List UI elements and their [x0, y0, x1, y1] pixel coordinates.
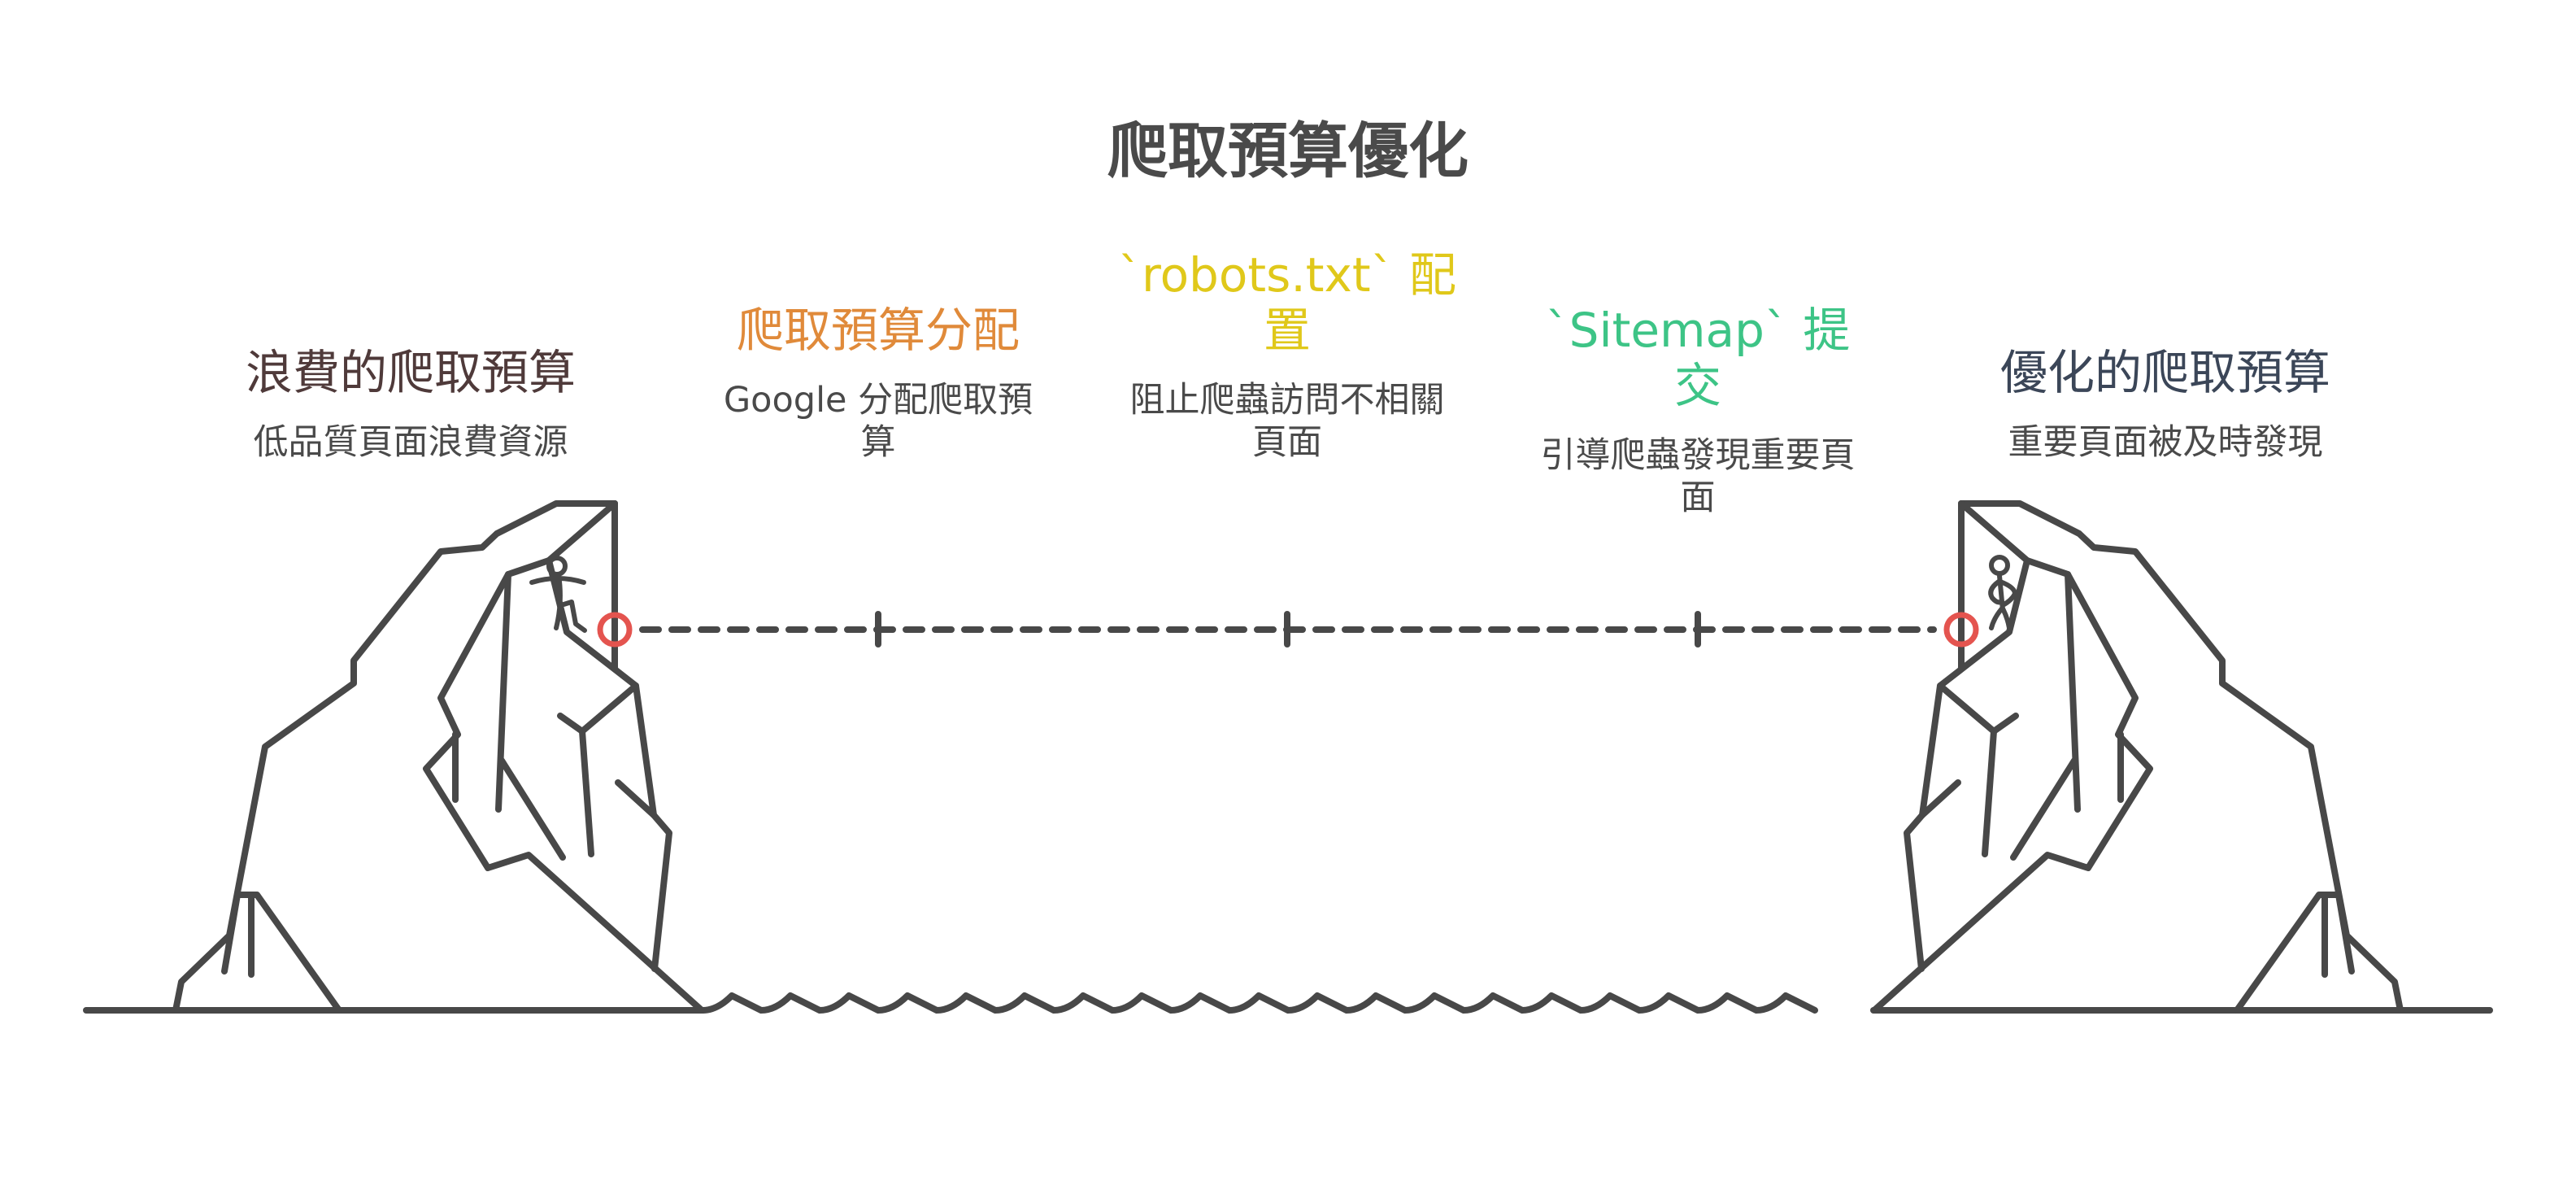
- step-3-description: 引導爬蟲發現重要頁 面: [1540, 435, 1856, 518]
- start-description: 低品質頁面浪費資源: [253, 422, 568, 463]
- left-marker-icon: [597, 612, 633, 648]
- step-3-heading: `Sitemap` 提交: [1545, 303, 1851, 413]
- start-label: 浪費的爬取預算 低品質頁面浪費資源: [246, 345, 576, 464]
- start-heading: 浪費的爬取預算: [245, 345, 577, 400]
- step-1-label: 爬取預算分配 Google 分配爬取預 算: [707, 303, 1049, 464]
- right-cliff-icon: [1871, 500, 2404, 1014]
- step-1-description: Google 分配爬取預 算: [723, 380, 1033, 463]
- right-marker-icon: [1943, 612, 1979, 648]
- end-description: 重要頁面被及時發現: [2008, 422, 2323, 463]
- stick-figure-standing-icon: [1988, 555, 2017, 630]
- end-label: 優化的爬取預算 重要頁面被及時發現: [2000, 345, 2330, 464]
- step-2-heading: `robots.txt` 配 置: [1118, 247, 1456, 358]
- stick-figure-balancing-icon: [529, 556, 587, 633]
- water-waves-icon: [699, 992, 1818, 1014]
- left-cliff-icon: [172, 500, 705, 1014]
- step-3-label: `Sitemap` 提交 引導爬蟲發現重要頁 面: [1527, 303, 1869, 519]
- diagram-title: 爬取預算優化: [1107, 116, 1469, 186]
- step-1-heading: 爬取預算分配: [736, 303, 1020, 358]
- step-2-description: 阻止爬蟲訪問不相關 頁面: [1129, 380, 1445, 463]
- end-heading: 優化的爬取預算: [1999, 345, 2331, 400]
- step-2-label: `robots.txt` 配 置 阻止爬蟲訪問不相關 頁面: [1116, 247, 1458, 464]
